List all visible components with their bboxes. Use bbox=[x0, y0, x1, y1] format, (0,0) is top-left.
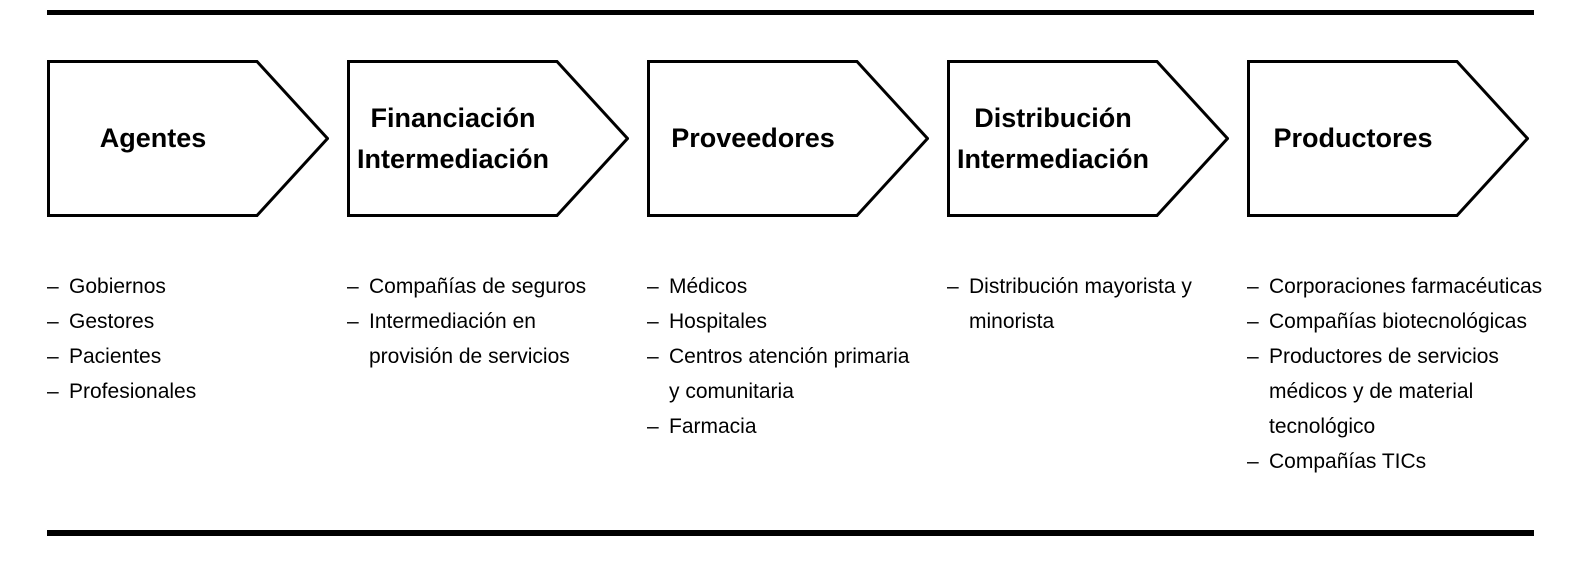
dash-marker: – bbox=[947, 275, 959, 298]
list-item: – Gestores bbox=[47, 304, 347, 339]
list-item: – Farmacia bbox=[647, 409, 947, 444]
dash-marker: – bbox=[47, 310, 59, 333]
chevron-arrow-icon bbox=[347, 60, 629, 217]
dash-marker: – bbox=[47, 345, 59, 368]
chevron-arrow-icon bbox=[1247, 60, 1529, 217]
stage-arrow: Agentes bbox=[47, 60, 329, 217]
dash-marker: – bbox=[1247, 275, 1259, 298]
stage-title: Proveedores bbox=[647, 60, 859, 217]
stage-title-line: Intermediación bbox=[356, 143, 550, 174]
list-item: – Corporaciones farmacéuticas bbox=[1247, 269, 1547, 304]
list-item: – Pacientes bbox=[47, 339, 347, 374]
list-item: – Intermediación en provisión de servici… bbox=[347, 304, 647, 374]
list-item-text: Pacientes bbox=[69, 345, 162, 368]
stage-title: Productores bbox=[1247, 60, 1459, 217]
dash-marker: – bbox=[47, 380, 59, 403]
list-item: – Distribución mayorista y minorista bbox=[947, 269, 1247, 339]
dash-marker: – bbox=[1247, 345, 1259, 368]
list-item: – Centros atención primaria y comunitari… bbox=[647, 339, 947, 409]
stage-item-list: – Compañías de seguros – Intermediación … bbox=[347, 269, 647, 374]
list-item: – Compañías TICs bbox=[1247, 444, 1547, 479]
stage-item-list: – Corporaciones farmacéuticas – Compañía… bbox=[1247, 269, 1547, 479]
dash-marker: – bbox=[347, 275, 359, 298]
stage: Proveedores – Médicos – Hospitales – Cen… bbox=[647, 60, 947, 444]
stage-title: Agentes bbox=[47, 60, 259, 217]
list-item: – Profesionales bbox=[47, 374, 347, 409]
stage-item-list: – Distribución mayorista y minorista bbox=[947, 269, 1247, 339]
list-item: – Compañías biotecnológicas bbox=[1247, 304, 1547, 339]
list-item-text: Profesionales bbox=[69, 380, 197, 403]
list-item: – Hospitales bbox=[647, 304, 947, 339]
list-item-text: Intermediación en provisión de servicios bbox=[369, 310, 570, 368]
stage-arrow: Productores bbox=[1247, 60, 1529, 217]
bottom-rule bbox=[47, 530, 1534, 536]
chevron-arrow-icon bbox=[947, 60, 1229, 217]
stage: Agentes – Gobiernos – Gestores – Pacient… bbox=[47, 60, 347, 409]
list-item-text: Médicos bbox=[669, 275, 748, 298]
list-item-text: Corporaciones farmacéuticas bbox=[1269, 275, 1543, 298]
list-item: – Médicos bbox=[647, 269, 947, 304]
stages-row: Agentes – Gobiernos – Gestores – Pacient… bbox=[0, 60, 1570, 500]
stage-title-line: Distribución bbox=[974, 102, 1132, 133]
dash-marker: – bbox=[1247, 310, 1259, 333]
stage-title-line: Productores bbox=[1273, 123, 1433, 153]
stage-title-line: Agentes bbox=[99, 123, 207, 153]
list-item-text: Hospitales bbox=[669, 310, 768, 333]
dash-marker: – bbox=[647, 275, 659, 298]
stage-title-line: Financiación bbox=[370, 102, 536, 133]
dash-marker: – bbox=[647, 415, 659, 438]
stage-item-list: – Gobiernos – Gestores – Pacientes – Pro… bbox=[47, 269, 347, 409]
list-item: – Gobiernos bbox=[47, 269, 347, 304]
stage-title-line: Intermediación bbox=[956, 143, 1150, 174]
list-item-text: Gestores bbox=[69, 310, 155, 333]
dash-marker: – bbox=[1247, 450, 1259, 473]
list-item-text: Centros atención primaria y comunitaria bbox=[669, 345, 910, 403]
list-item: – Productores de servicios médicos y de … bbox=[1247, 339, 1547, 444]
list-item-text: Distribución mayorista y minorista bbox=[969, 275, 1192, 333]
list-item-text: Compañías biotecnológicas bbox=[1269, 310, 1527, 333]
list-item-text: Gobiernos bbox=[69, 275, 166, 298]
top-rule bbox=[47, 10, 1534, 15]
dash-marker: – bbox=[47, 275, 59, 298]
stage: Productores – Corporaciones farmacéutica… bbox=[1247, 60, 1547, 479]
list-item-text: Compañías TICs bbox=[1269, 450, 1427, 473]
list-item-text: Compañías de seguros bbox=[369, 275, 587, 298]
chevron-arrow-icon bbox=[47, 60, 329, 217]
dash-marker: – bbox=[647, 345, 659, 368]
list-item-text: Farmacia bbox=[669, 415, 757, 438]
stage-title-line: Proveedores bbox=[671, 123, 835, 153]
list-item-text: Productores de servicios médicos y de ma… bbox=[1269, 345, 1499, 438]
stage-arrow: Proveedores bbox=[647, 60, 929, 217]
dash-marker: – bbox=[347, 310, 359, 333]
dash-marker: – bbox=[647, 310, 659, 333]
stage-item-list: – Médicos – Hospitales – Centros atenció… bbox=[647, 269, 947, 444]
list-item: – Compañías de seguros bbox=[347, 269, 647, 304]
chevron-arrow-icon bbox=[647, 60, 929, 217]
